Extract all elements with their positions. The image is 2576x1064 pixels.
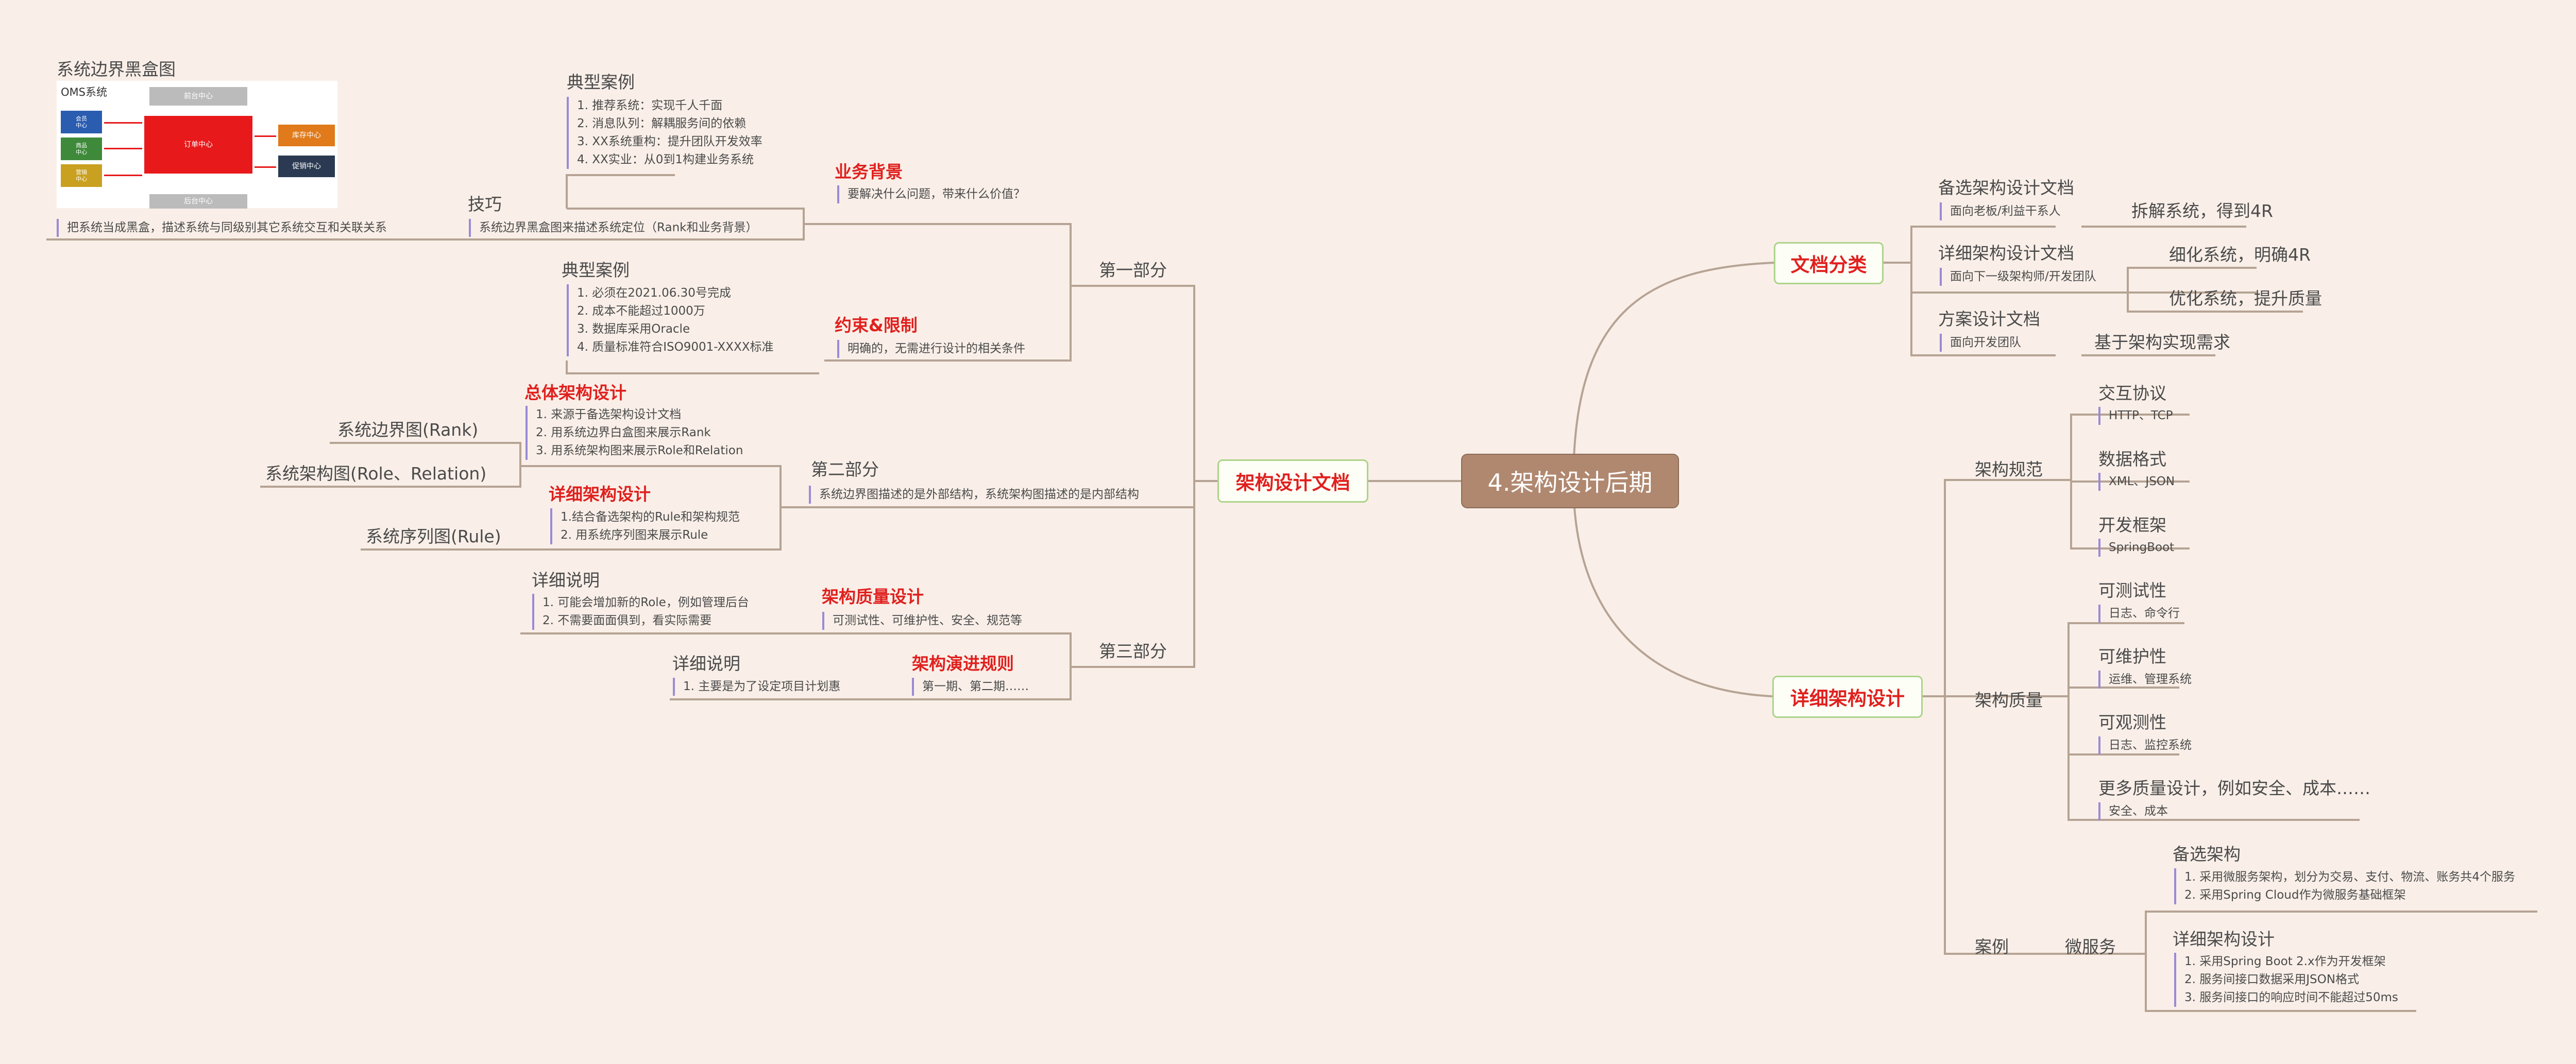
diagram-right-box-2: 促销中心 (278, 156, 335, 177)
spec-item-2-title[interactable]: 数据格式 (2098, 449, 2166, 469)
detailed-design-list: 1.结合备选架构的Rule和架构规范 2. 用系统序列图来展示Rule (550, 508, 740, 544)
alt-doc-title[interactable]: 备选架构设计文档 (1938, 178, 2074, 198)
diagram-system-label: OMS系统 (61, 86, 107, 98)
part1-label[interactable]: 第一部分 (1099, 260, 1167, 280)
list-item: 2. 成本不能超过1000万 (577, 304, 705, 318)
detail-doc-title[interactable]: 详细架构设计文档 (1938, 243, 2074, 263)
quality-item-1-title[interactable]: 可测试性 (2098, 580, 2166, 600)
spec-item-3-title[interactable]: 开发框架 (2098, 515, 2166, 535)
diagram-bottom-box: 后台中心 (149, 194, 247, 209)
evolution-detail-title[interactable]: 详细说明 (672, 654, 740, 674)
list-item: 1. 来源于备选架构设计文档 (536, 408, 682, 421)
diagram-left-box-3: 营销 中心 (61, 164, 102, 187)
blackbox-title[interactable]: 系统边界黑盒图 (57, 59, 176, 79)
microservice-label[interactable]: 微服务 (2065, 937, 2116, 957)
sequence-diagram-label[interactable]: 系统序列图(Rule) (366, 526, 501, 546)
plan-doc-child[interactable]: 基于架构实现需求 (2094, 332, 2230, 352)
evolution-rules-note: 第一期、第二期…… (912, 678, 1029, 696)
plan-doc-title[interactable]: 方案设计文档 (1938, 309, 2040, 329)
list-item: 1. 采用微服务架构，划分为交易、支付、物流、账务共4个服务 (2184, 870, 2515, 884)
spec-item-1-title[interactable]: 交互协议 (2098, 383, 2166, 403)
tips-note: 系统边界黑盒图来描述系统定位（Rank和业务背景） (469, 219, 757, 237)
diagram-left-box-1: 会员 中心 (61, 111, 102, 133)
quality-detail-title[interactable]: 详细说明 (532, 570, 600, 590)
list-item: 3. 用系统架构图来展示Role和Relation (536, 444, 743, 457)
list-item: 4. XX实业：从0到1构建业务系统 (577, 153, 754, 166)
quality-item-4-note: 安全、成本 (2098, 802, 2168, 820)
boundary-diagram-label[interactable]: 系统边界图(Rank) (337, 420, 479, 440)
overall-design-title[interactable]: 总体架构设计 (524, 383, 626, 403)
spec-item-2-note: XML、JSON (2098, 473, 2175, 491)
spec-item-1-note: HTTP、TCP (2098, 407, 2173, 425)
case-detail-title[interactable]: 详细架构设计 (2173, 929, 2275, 949)
quality-design-title[interactable]: 架构质量设计 (822, 587, 924, 607)
central-topic[interactable]: 4.架构设计后期 (1461, 454, 1679, 508)
list-item: 1. 推荐系统：实现千人千面 (577, 99, 723, 112)
list-item: 2. 用系统序列图来展示Rule (561, 528, 708, 542)
spec-label[interactable]: 架构规范 (1975, 459, 2043, 479)
evolution-detail-list: 1. 主要是为了设定项目计划惠 (673, 678, 840, 696)
list-item: 3. XX系统重构：提升团队开发效率 (577, 135, 762, 148)
architecture-diagram-label[interactable]: 系统架构图(Role、Relation) (265, 464, 487, 484)
quality-detail-list: 1. 可能会增加新的Role，例如管理后台 2. 不需要面面俱到，看实际需要 (532, 594, 749, 630)
list-item: 2. 用系统边界白盒图来展示Rank (536, 426, 711, 439)
constraints-cases-list: 1. 必须在2021.06.30号完成 2. 成本不能超过1000万 3. 数据… (567, 284, 773, 356)
detailed-design-title[interactable]: 详细架构设计 (549, 484, 651, 504)
part2-label[interactable]: 第二部分 (811, 459, 879, 479)
list-item: 3. 服务间接口的响应时间不能超过50ms (2184, 991, 2398, 1004)
tips-title[interactable]: 技巧 (468, 194, 502, 214)
blackbox-note: 把系统当成黑盒，描述系统与同级别其它系统交互和关联关系 (57, 219, 387, 237)
diagram-center-box: 订单中心 (144, 116, 252, 174)
diagram-right-box-1: 库存中心 (278, 125, 335, 146)
list-item: 1.结合备选架构的Rule和架构规范 (561, 510, 740, 524)
detail-doc-note: 面向下一级架构师/开发团队 (1940, 268, 2096, 286)
overall-design-list: 1. 来源于备选架构设计文档 2. 用系统边界白盒图来展示Rank 3. 用系统… (526, 406, 743, 460)
constraints-note: 明确的，无需进行设计的相关条件 (837, 340, 1025, 358)
quality-label[interactable]: 架构质量 (1975, 690, 2043, 710)
plan-doc-note: 面向开发团队 (1940, 334, 2021, 352)
quality-design-note: 可测试性、可维护性、安全、规范等 (822, 612, 1022, 630)
quality-item-4-title[interactable]: 更多质量设计，例如安全、成本…… (2098, 778, 2370, 798)
business-background-title[interactable]: 业务背景 (835, 162, 903, 182)
list-item: 2. 消息队列：解耦服务间的依赖 (577, 117, 747, 130)
main-topic-architecture-doc[interactable]: 架构设计文档 (1217, 459, 1368, 503)
quality-item-3-note: 日志、监控系统 (2098, 736, 2192, 754)
main-topic-doc-classification[interactable]: 文档分类 (1774, 242, 1884, 284)
alt-doc-note: 面向老板/利益干系人 (1940, 202, 2061, 220)
evolution-rules-title[interactable]: 架构演进规则 (912, 654, 1014, 674)
list-item: 2. 服务间接口数据采用JSON格式 (2184, 973, 2359, 986)
quality-item-1-note: 日志、命令行 (2098, 605, 2180, 623)
spec-item-3-note: SpringBoot (2098, 539, 2174, 557)
business-cases-list: 1. 推荐系统：实现千人千面 2. 消息队列：解耦服务间的依赖 3. XX系统重… (567, 97, 762, 169)
diagram-left-box-2: 商品 中心 (61, 138, 102, 160)
alt-doc-child[interactable]: 拆解系统，得到4R (2131, 201, 2273, 221)
constraints-title[interactable]: 约束&限制 (835, 315, 918, 335)
case-label[interactable]: 案例 (1975, 937, 2009, 957)
list-item: 4. 质量标准符合ISO9001-XXXX标准 (577, 340, 774, 354)
detail-doc-child-1[interactable]: 细化系统，明确4R (2169, 245, 2311, 265)
detail-doc-child-2[interactable]: 优化系统，提升质量 (2169, 288, 2322, 308)
list-item: 2. 不需要面面俱到，看实际需要 (543, 614, 712, 627)
case-detail-list: 1. 采用Spring Boot 2.x作为开发框架 2. 服务间接口数据采用J… (2174, 953, 2398, 1007)
list-item: 1. 主要是为了设定项目计划惠 (683, 680, 841, 693)
quality-item-2-note: 运维、管理系统 (2098, 671, 2192, 689)
part2-note: 系统边界图描述的是外部结构，系统架构图描述的是内部结构 (809, 486, 1139, 504)
case-alt-title[interactable]: 备选架构 (2173, 844, 2241, 864)
list-item: 1. 采用Spring Boot 2.x作为开发框架 (2184, 955, 2386, 968)
quality-item-3-title[interactable]: 可观测性 (2098, 712, 2166, 732)
list-item: 1. 可能会增加新的Role，例如管理后台 (543, 596, 749, 609)
case-alt-list: 1. 采用微服务架构，划分为交易、支付、物流、账务共4个服务 2. 采用Spri… (2174, 868, 2515, 904)
list-item: 1. 必须在2021.06.30号完成 (577, 286, 731, 300)
business-cases-title[interactable]: 典型案例 (567, 72, 635, 92)
list-item: 2. 采用Spring Cloud作为微服务基础框架 (2184, 888, 2406, 902)
diagram-top-box: 前台中心 (149, 87, 247, 106)
business-background-note: 要解决什么问题，带来什么价值？ (837, 185, 1025, 203)
system-boundary-diagram: OMS系统 前台中心 订单中心 后台中心 会员 中心 商品 中心 营销 中心 库… (57, 81, 337, 209)
part3-label[interactable]: 第三部分 (1099, 641, 1167, 661)
main-topic-detailed-design[interactable]: 详细架构设计 (1772, 676, 1923, 718)
constraints-cases-title[interactable]: 典型案例 (562, 260, 630, 280)
quality-item-2-title[interactable]: 可维护性 (2098, 646, 2166, 666)
list-item: 3. 数据库采用Oracle (577, 322, 690, 336)
